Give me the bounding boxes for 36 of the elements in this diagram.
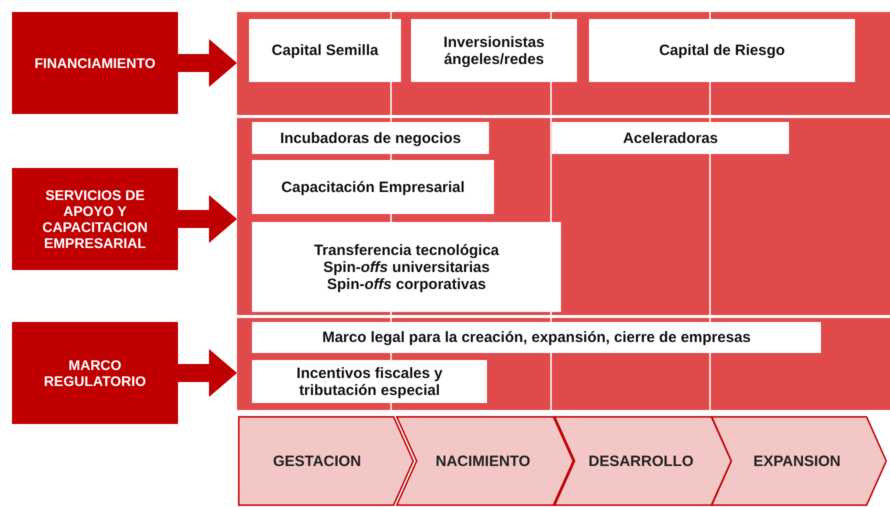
category-title: MARCO REGULATORIO <box>42 357 148 389</box>
category-title: SERVICIOS DE APOYO Y CAPACITACION EMPRESARIAL <box>41 187 149 251</box>
box-text: Capital Semilla <box>272 42 378 59</box>
label-box <box>252 160 494 214</box>
band-panel <box>237 318 890 410</box>
label-box <box>589 19 855 82</box>
box-text: Marco legal para la creación, expansión, cierre de empresas <box>322 329 751 346</box>
label-box <box>552 122 789 154</box>
arrow <box>178 195 237 243</box>
box-text: Spin-offs corporativas <box>327 276 486 292</box>
category-title: FINANCIAMIENTO <box>34 55 156 71</box>
band-panel <box>237 12 890 115</box>
box-text: Capacitación Empresarial <box>281 178 465 196</box>
label-box <box>252 222 561 312</box>
box-text: Incubadoras de negocios <box>280 130 461 146</box>
box-text: Spin-offs universitarias <box>323 258 490 276</box>
box-text: Transferencia tecnológica <box>314 242 500 258</box>
box-text: Incentivos fiscales y tributación especial <box>296 364 444 398</box>
category-box <box>12 12 178 114</box>
stage-name: EXPANSION <box>753 452 841 470</box>
label-box <box>252 360 487 403</box>
arrow <box>178 349 237 397</box>
box-text: Aceleradoras <box>622 130 718 146</box>
stage-name: GESTACION <box>272 452 362 470</box>
box-text: Capital de Riesgo <box>659 42 785 59</box>
box-text: Inversionistas ángeles/redes <box>442 34 546 68</box>
label-box <box>252 322 821 353</box>
band-panel <box>237 118 890 315</box>
category-box <box>12 168 178 270</box>
label-box <box>249 19 401 82</box>
label-box <box>252 122 489 154</box>
process-step <box>237 416 415 506</box>
label-box <box>411 19 577 82</box>
process-step <box>710 416 888 506</box>
category-box <box>12 322 178 424</box>
arrow <box>178 39 237 87</box>
